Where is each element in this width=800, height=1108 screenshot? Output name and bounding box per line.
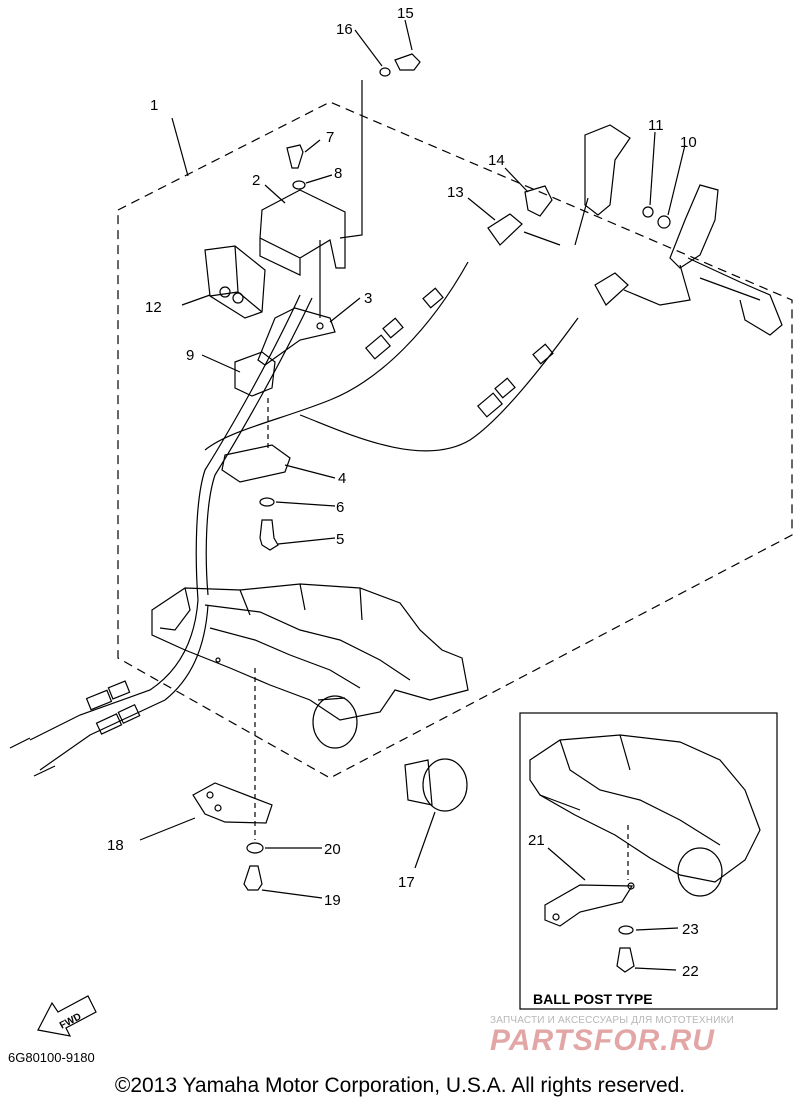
washer-6: [259, 497, 275, 507]
callout-15: 15: [397, 5, 414, 22]
linkage-lever: [669, 184, 719, 269]
cable-fittings: [9, 287, 554, 777]
callout-12: 12: [145, 299, 162, 316]
callout-16: 16: [336, 21, 353, 38]
washer-10: [657, 215, 671, 229]
engine-bracket: [151, 583, 469, 749]
inset-bracket: [529, 734, 761, 973]
callout-4: 4: [338, 470, 346, 487]
fwd-arrow-icon: [37, 995, 97, 1037]
cable-joint-13: [487, 213, 523, 246]
callout-8: 8: [334, 165, 342, 182]
callout-9: 9: [186, 347, 194, 364]
cable-clip: [234, 351, 276, 397]
linkage-arm: [584, 124, 631, 216]
callout-1: 1: [150, 97, 158, 114]
leader-lines: [139, 19, 691, 899]
callout-21: 21: [528, 832, 545, 849]
callout-11: 11: [648, 117, 664, 134]
callout-5: 5: [336, 531, 344, 548]
callout-13: 13: [447, 184, 464, 201]
callout-6: 6: [336, 499, 344, 516]
callout-20: 20: [324, 841, 341, 858]
watermark-logo: PARTSFOR.RU: [490, 1024, 715, 1057]
cables: [29, 261, 579, 771]
cable-holder: [221, 444, 291, 483]
bolt-5: [259, 519, 279, 551]
callout-14: 14: [488, 152, 505, 169]
washer-20: [246, 842, 264, 854]
inset-box: [519, 712, 778, 1010]
part-code: 6G80100-9180: [8, 1050, 95, 1065]
bolt-15: [394, 53, 421, 71]
callout-18: 18: [107, 837, 124, 854]
bolt-19: [243, 865, 263, 891]
callout-labels: 1 2 3 4 5 6 7 8 9 10 11 12 13 14 15 16 1…: [58, 5, 699, 1032]
callout-22: 22: [682, 963, 699, 980]
callout-19: 19: [324, 892, 341, 909]
callout-23: 23: [682, 921, 699, 938]
copyright-notice: ©2013 Yamaha Motor Corporation, U.S.A. A…: [114, 1074, 686, 1097]
cable-plate: [257, 307, 336, 366]
callout-17: 17: [398, 874, 415, 891]
bracket-plate: [192, 782, 273, 824]
watermark-tagline: ЗАПЧАСТИ И АКСЕССУАРЫ ДЛЯ МОТОТЕХНИКИ: [490, 1015, 735, 1026]
callout-3: 3: [364, 290, 372, 307]
inset-title: BALL POST TYPE: [533, 991, 653, 1007]
screw-7: [286, 144, 304, 169]
callout-7: 7: [326, 129, 334, 146]
circlip-11: [642, 206, 654, 218]
callout-10: 10: [680, 134, 697, 151]
callout-2: 2: [252, 172, 260, 189]
washer-8: [292, 180, 306, 190]
cable-cover: [259, 189, 346, 276]
washer-16: [379, 67, 391, 77]
assembly-boundary: [117, 101, 793, 779]
fwd-label: FWD: [58, 1011, 83, 1031]
cable-clip-14: [524, 185, 553, 217]
grommet: [204, 245, 266, 319]
ball-joint: [404, 758, 468, 812]
